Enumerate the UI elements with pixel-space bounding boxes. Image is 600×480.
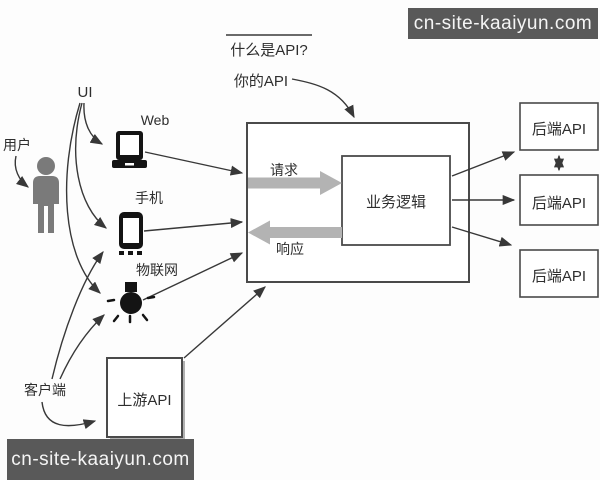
- client-label: 客户端: [24, 382, 66, 398]
- backend-api-middle-label: 后端API: [531, 195, 587, 212]
- response-arrow: [248, 220, 342, 245]
- backend-api-top-label: 后端API: [531, 121, 587, 138]
- connector-client-to-upstream: [41, 401, 97, 430]
- iot-label: 物联网: [136, 262, 178, 278]
- connector-your-api-to-main: [291, 78, 355, 119]
- connector-logic-to-backend-top: [451, 151, 516, 177]
- watermark-top-right: cn-site-kaaiyun.com: [408, 8, 598, 39]
- laptop-icon: [112, 131, 147, 168]
- backend-api-bottom-label: 后端API: [531, 268, 587, 285]
- connector-ui-to-laptop: [83, 102, 104, 145]
- connector-ui-to-phone: [75, 102, 107, 229]
- backend-api-top-box: [519, 102, 599, 151]
- phone-label: 手机: [135, 190, 163, 206]
- smartphone-icon: [119, 212, 143, 255]
- watermark-bottom-left: cn-site-kaaiyun.com: [7, 439, 194, 480]
- connector-client-to-bulb: [59, 314, 105, 380]
- user-label: 用户: [3, 137, 31, 153]
- person-icon: [33, 157, 59, 233]
- upstream-api-label: 上游API: [117, 392, 172, 409]
- your-api-label: 你的API: [233, 73, 289, 90]
- connector-phone-to-main: [143, 218, 244, 232]
- backend-api-bottom-box: [519, 249, 599, 298]
- connector-logic-to-backend-bottom: [451, 226, 513, 247]
- business-logic-box: [341, 155, 451, 246]
- web-label: Web: [140, 112, 170, 128]
- upstream-api-box: [106, 357, 183, 438]
- lightbulb-icon: [106, 282, 156, 324]
- connector-laptop-to-main: [144, 151, 244, 176]
- connector-client-to-phone: [51, 250, 104, 380]
- connector-user-to-person: [14, 155, 29, 188]
- connector-bulb-to-main: [142, 252, 244, 301]
- request-arrow: [248, 171, 342, 195]
- ui-label: UI: [77, 84, 93, 101]
- response-label: 响应: [276, 241, 304, 257]
- connector-upstream-to-main: [183, 286, 266, 359]
- backend-api-middle-box: [519, 174, 599, 226]
- page-title: 什么是API?: [226, 34, 312, 60]
- request-label: 请求: [270, 162, 298, 178]
- business-logic-label: 业务逻辑: [365, 194, 426, 211]
